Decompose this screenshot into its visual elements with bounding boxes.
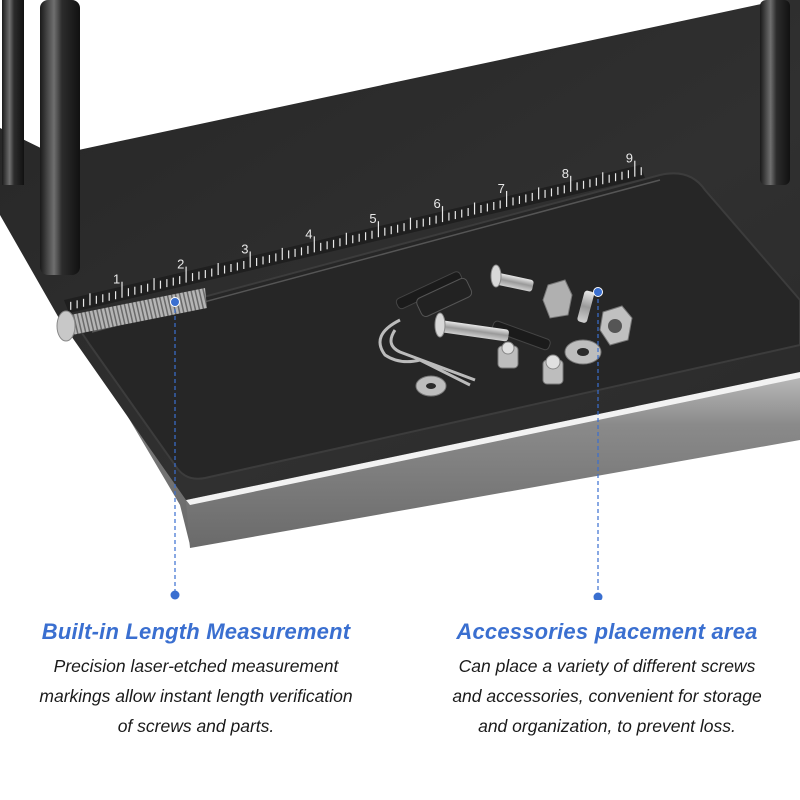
product-scene: 1 2 3 4 5 6 7 8 9 bbox=[0, 0, 800, 600]
callout-length-measurement: Built-in Length Measurement Precision la… bbox=[0, 619, 396, 741]
callout-body-line: Precision laser-etched measurement bbox=[53, 656, 339, 676]
post-left-front bbox=[40, 0, 80, 275]
ruler-label: 4 bbox=[305, 226, 312, 241]
callout-line-left bbox=[170, 297, 180, 600]
callout-body-line: of screws and parts. bbox=[117, 716, 275, 736]
board-front-edge bbox=[186, 372, 800, 548]
ruler-label: 7 bbox=[498, 181, 505, 196]
ruler-label: 6 bbox=[434, 196, 441, 211]
ruler-label: 9 bbox=[626, 151, 633, 166]
accessories bbox=[378, 264, 633, 397]
ruler-label: 8 bbox=[562, 166, 569, 181]
board-left-edge bbox=[0, 130, 190, 545]
callout-body-line: and accessories, convenient for storage bbox=[452, 686, 762, 706]
post-right bbox=[760, 0, 790, 185]
callout-line-right bbox=[593, 287, 603, 600]
callout-accessories-area: Accessories placement area Can place a v… bbox=[407, 619, 800, 741]
ruler-label: 3 bbox=[241, 241, 248, 256]
ruler-label: 1 bbox=[113, 272, 120, 287]
callout-title: Accessories placement area bbox=[456, 619, 758, 644]
callout-body: Can place a variety of different screws … bbox=[407, 651, 800, 741]
ruler-label: 5 bbox=[369, 211, 376, 226]
ruler: 1 2 3 4 5 6 7 8 9 bbox=[64, 151, 645, 313]
post-left-back bbox=[2, 0, 24, 185]
callout-body-line: markings allow instant length verificati… bbox=[39, 686, 353, 706]
callout-title: Built-in Length Measurement bbox=[41, 619, 351, 644]
callout-body-line: and organization, to prevent loss. bbox=[478, 716, 736, 736]
callout-body-line: Can place a variety of different screws bbox=[458, 656, 756, 676]
callout-body: Precision laser-etched measurement marki… bbox=[0, 651, 396, 741]
ruler-label: 2 bbox=[177, 257, 184, 272]
